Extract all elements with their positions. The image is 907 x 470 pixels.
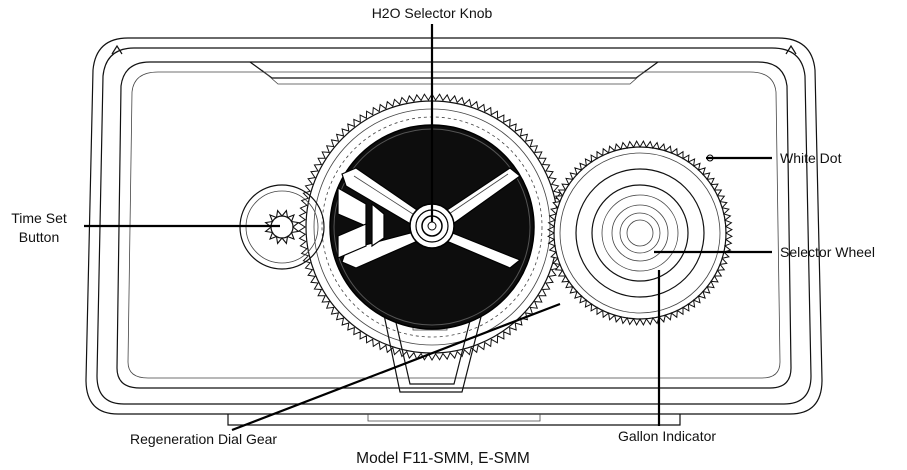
label-regeneration-dial-gear: Regeneration Dial Gear [130,431,277,447]
selector-wheel-gear[interactable] [547,140,733,326]
h2o-selector-knob[interactable] [409,203,455,249]
model-caption: Model F11-SMM, E-SMM [356,450,530,467]
label-h2o-selector-knob: H2O Selector Knob [372,5,493,21]
label-selector-wheel: Selector Wheel [780,244,875,260]
label-time-set-line1: Time Set [11,210,67,226]
leader-lines [84,24,772,432]
label-gallon-indicator: Gallon Indicator [618,428,716,444]
valve-housing [85,37,823,426]
label-white-dot: White Dot [780,150,842,166]
label-time-set-line2: Button [19,229,59,245]
